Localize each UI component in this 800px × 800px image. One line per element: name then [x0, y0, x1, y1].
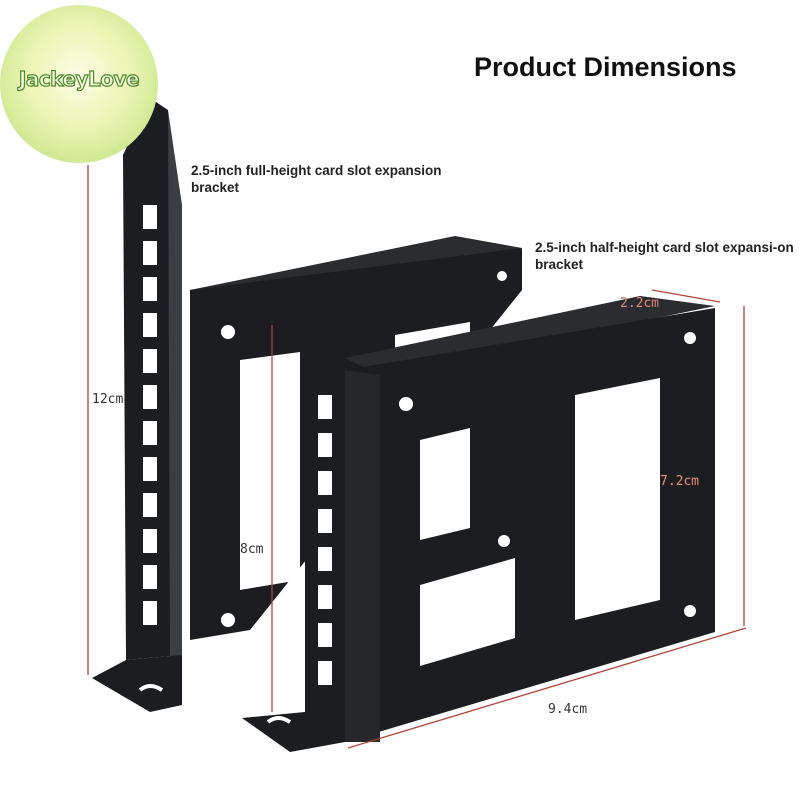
bracket-slot — [143, 565, 157, 589]
bracket-slot — [318, 471, 332, 495]
length-label: 9.4cm — [548, 702, 588, 717]
half-height-bracket — [242, 296, 715, 752]
bracket-slot — [318, 395, 332, 419]
bracket-slot — [143, 493, 157, 517]
bracket-slot — [143, 277, 157, 301]
bracket-slot — [143, 601, 157, 625]
bracket-slot — [318, 547, 332, 571]
height-half-label: 8cm — [240, 542, 264, 557]
bracket-slot — [143, 205, 157, 229]
brand-logo-text: JackeyLove — [18, 66, 140, 91]
depth-label: 2.2cm — [620, 296, 660, 311]
bracket-slot — [143, 457, 157, 481]
bracket-slot — [143, 529, 157, 553]
bracket-slot — [318, 585, 332, 609]
bracket-slot — [318, 509, 332, 533]
page-title: Product Dimensions — [474, 52, 737, 82]
half-height-caption: 2.5-inch half-height card slot expansi-o… — [535, 240, 794, 272]
height-full-label: 12cm — [92, 392, 124, 407]
bracket-slot — [318, 433, 332, 457]
dimension-lines — [87, 165, 747, 749]
bracket-slot — [143, 313, 157, 337]
bracket-slot — [143, 421, 157, 445]
bracket-slot — [143, 241, 157, 265]
bracket-slot — [318, 661, 332, 685]
brand-logo: JackeyLove — [0, 5, 158, 163]
length-line — [347, 627, 747, 749]
bracket-slot — [143, 349, 157, 373]
half-bracket-slots — [318, 395, 332, 685]
bracket-slot — [143, 385, 157, 409]
full-bracket-slots — [143, 205, 157, 625]
depth-line — [651, 289, 721, 303]
width-label: 7.2cm — [660, 474, 700, 489]
bracket-slot — [318, 623, 332, 647]
full-height-caption: 2.5-inch full-height card slot expansion… — [191, 163, 442, 195]
